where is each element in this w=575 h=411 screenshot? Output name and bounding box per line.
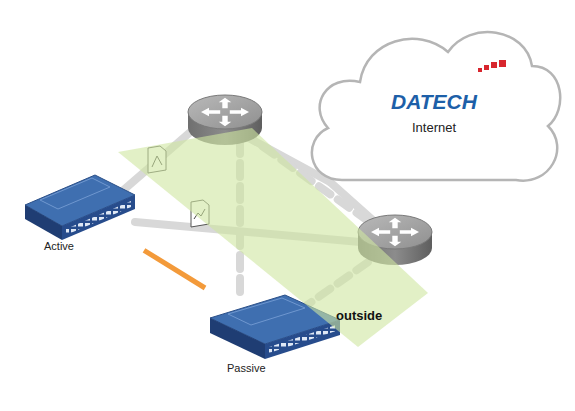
zone-band: outside (110, 125, 430, 350)
firewall-node: Passive (205, 288, 354, 380)
zone-label: outside (336, 308, 430, 324)
internet-cloud: DATECH Internet (300, 12, 568, 192)
device-label: Passive (227, 362, 354, 375)
cloud-label: Internet (412, 120, 456, 136)
firewall-node: Active (20, 168, 144, 256)
device-label: Active (44, 240, 144, 253)
ha-link (144, 250, 205, 288)
logo-text: DATECH (391, 89, 477, 114)
